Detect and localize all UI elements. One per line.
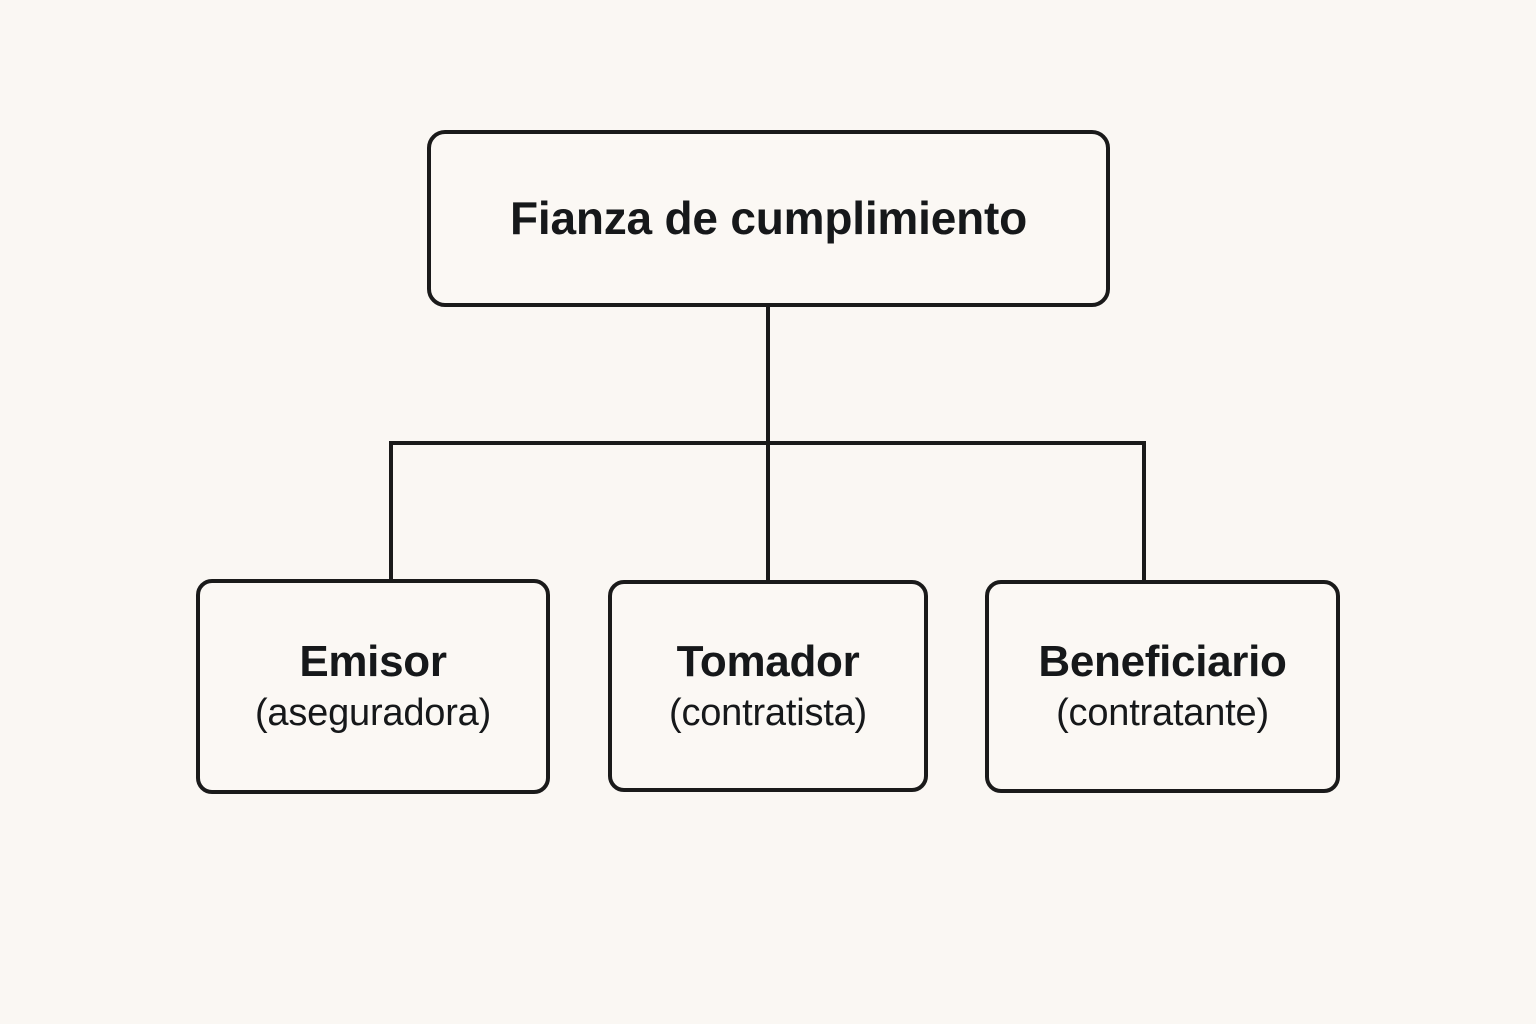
node-emisor-title: Emisor (299, 637, 447, 687)
node-emisor: Emisor (aseguradora) (196, 579, 550, 794)
node-beneficiario-title: Beneficiario (1038, 637, 1287, 687)
node-beneficiario-subtitle: (contratante) (1056, 692, 1269, 735)
node-root-title: Fianza de cumplimiento (509, 192, 1027, 245)
node-tomador-title: Tomador (676, 636, 860, 686)
node-emisor-subtitle: (aseguradora) (254, 692, 492, 735)
node-tomador: Tomador (contratista) (608, 580, 928, 792)
node-beneficiario: Beneficiario (contratante) (985, 580, 1340, 793)
node-tomador-subtitle: (contratista) (668, 691, 867, 734)
node-root: Fianza de cumplimiento (427, 130, 1110, 307)
